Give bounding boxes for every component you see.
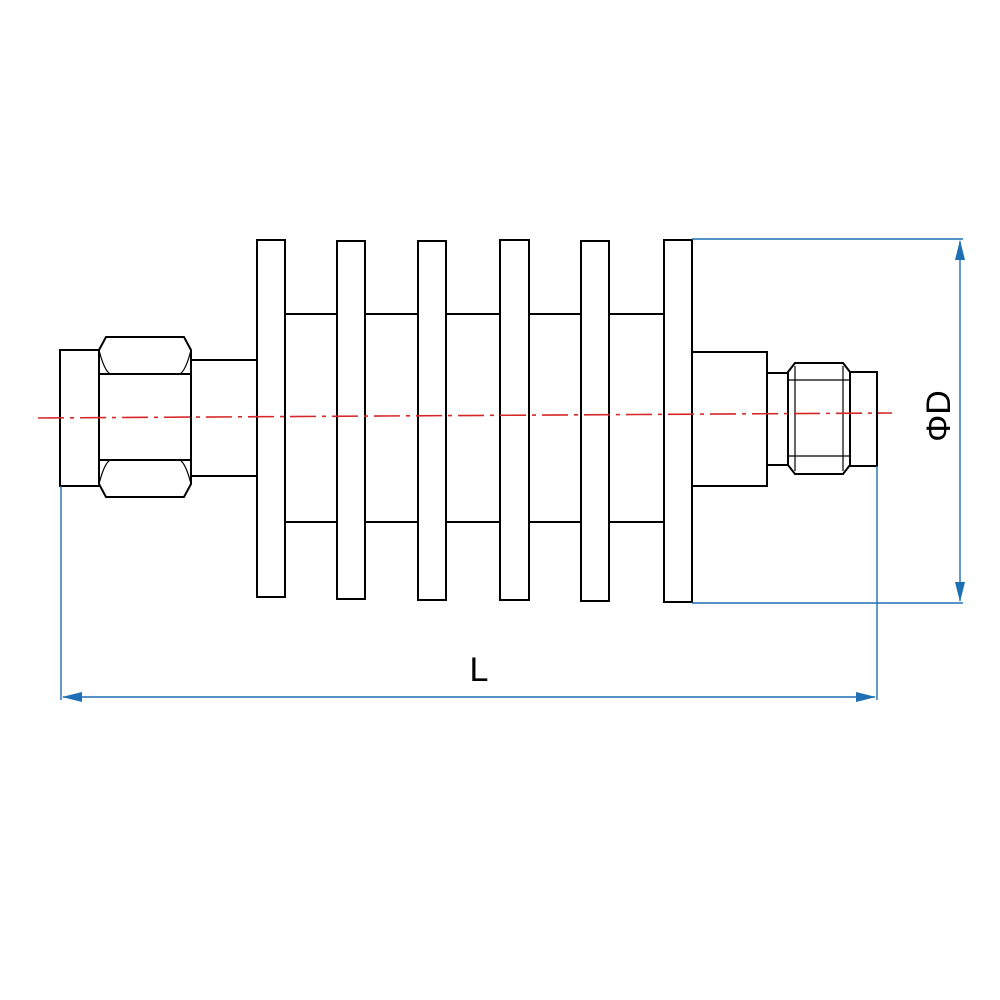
right-connector-neck: [766, 372, 790, 466]
cooling-fin: [499, 239, 530, 601]
right-hex-nut: [787, 362, 851, 475]
diameter-dimension: ΦD: [692, 238, 965, 604]
left-hex-chamfer-bottom: [98, 459, 192, 485]
diameter-arrow-bottom: [955, 582, 965, 602]
body-segment: [364, 313, 419, 523]
cooling-fins: [256, 239, 693, 603]
cooling-fin: [336, 240, 366, 600]
cooling-fin: [256, 239, 286, 598]
center-axis-line: [37, 412, 893, 419]
left-body-collar: [190, 359, 258, 477]
cooling-fin: [580, 240, 610, 602]
cooling-fin: [417, 240, 447, 601]
body-segment: [284, 313, 338, 523]
diameter-label: ΦD: [920, 390, 958, 442]
length-arrow-right: [856, 692, 876, 702]
cooling-fin: [663, 239, 693, 603]
length-label: L: [470, 651, 489, 689]
right-connector-tip: [849, 371, 878, 467]
left-hex-chamfer-top: [98, 349, 192, 375]
body-segment: [528, 313, 582, 523]
length-arrow-left: [62, 692, 82, 702]
body-segment: [608, 313, 665, 523]
right-connector: [691, 351, 878, 487]
length-dimension: L: [60, 466, 878, 702]
diameter-arrow-top: [955, 240, 965, 260]
right-body-collar: [691, 351, 768, 487]
body-segment: [445, 313, 501, 523]
